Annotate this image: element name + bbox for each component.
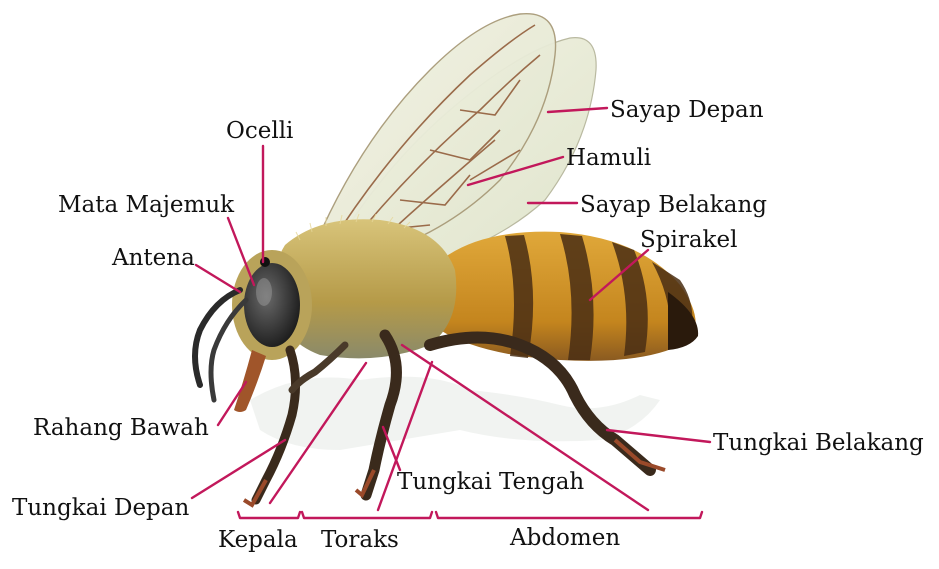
bracket-kepala — [238, 512, 300, 518]
eye-highlight — [256, 278, 272, 306]
label-spirakel: Spirakel — [640, 227, 737, 253]
label-sayap-depan: Sayap Depan — [610, 97, 764, 123]
ocellus-dot — [260, 257, 270, 267]
leader-antena — [196, 265, 240, 292]
label-tungkai-depan: Tungkai Depan — [12, 495, 189, 521]
label-toraks: Toraks — [321, 527, 399, 553]
label-tungkai-belakang: Tungkai Belakang — [713, 430, 924, 456]
compound-eye — [244, 263, 300, 347]
ground-shadow — [250, 377, 660, 450]
label-hamuli: Hamuli — [566, 145, 651, 171]
label-rahang-bawah: Rahang Bawah — [33, 415, 209, 441]
bracket-abdomen — [436, 512, 702, 518]
label-kepala: Kepala — [218, 527, 298, 553]
bracket-toraks — [302, 512, 432, 518]
label-tungkai-tengah: Tungkai Tengah — [397, 469, 584, 495]
label-mata-majemuk: Mata Majemuk — [58, 192, 235, 218]
region-brackets — [238, 512, 702, 518]
label-antena: Antena — [111, 245, 195, 271]
label-abdomen: Abdomen — [509, 525, 620, 551]
label-sayap-belakang: Sayap Belakang — [580, 192, 767, 218]
label-ocelli: Ocelli — [226, 118, 293, 144]
